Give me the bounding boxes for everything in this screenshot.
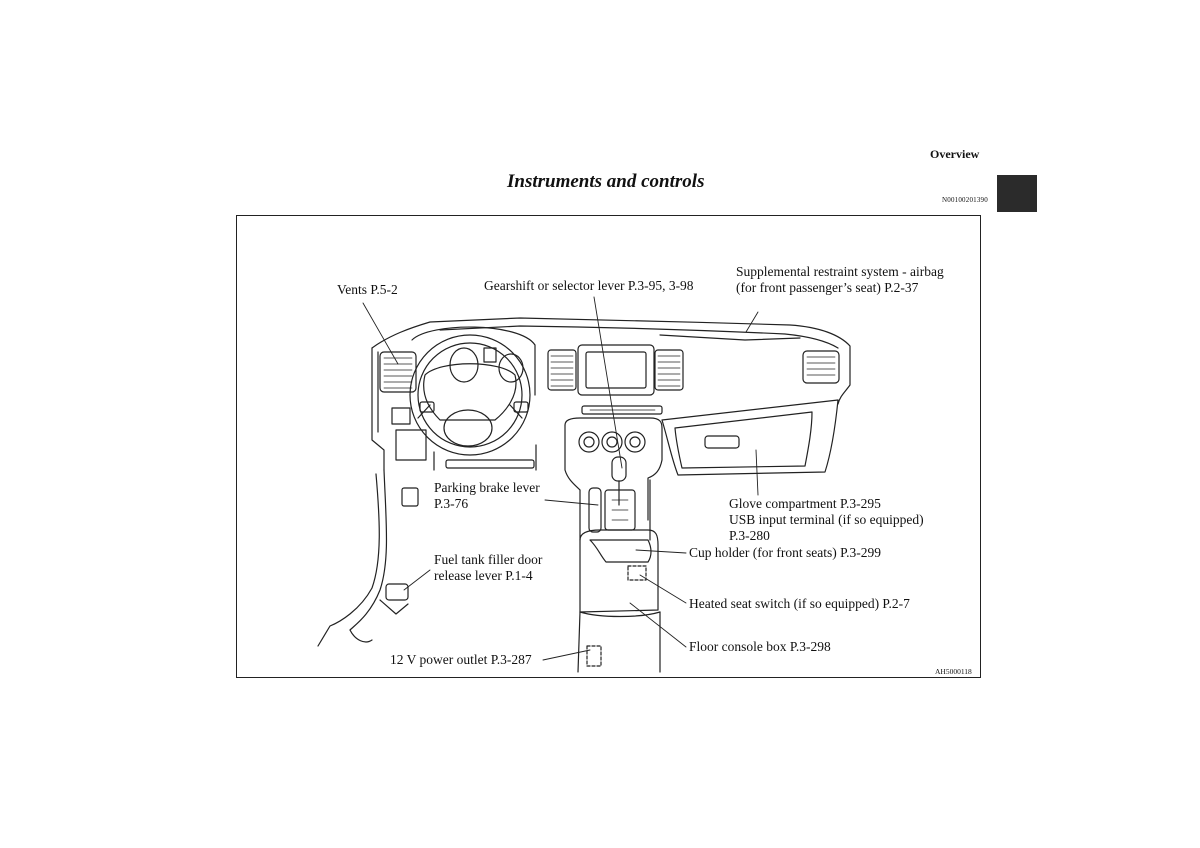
- figure-frame: [236, 215, 981, 678]
- label-floor-console: Floor console box P.3-298: [689, 639, 831, 654]
- label-fuel-line2: release lever P.1-4: [434, 568, 533, 583]
- figure-code: AH5000118: [935, 667, 972, 676]
- label-srs-line2: (for front passenger’s seat) P.2-37: [736, 280, 919, 295]
- chapter-tab: [997, 175, 1037, 212]
- hood-release-icon: [401, 487, 419, 507]
- document-code: N00100201390: [942, 196, 988, 204]
- steering-wheel-icon: [409, 326, 536, 456]
- center-display-icon: [577, 344, 655, 396]
- label-glove-line2: USB input terminal (if so equipped): [729, 512, 924, 527]
- climate-knobs-icon: [578, 431, 646, 453]
- label-parking-line2: P.3-76: [434, 496, 469, 511]
- label-fuel-line1: Fuel tank filler door: [434, 552, 543, 567]
- center-right-vent-icon: [654, 349, 684, 391]
- label-heated-seat: Heated seat switch (if so equipped) P.2-…: [689, 596, 910, 611]
- section-header: Overview: [930, 147, 980, 161]
- fuel-door-release-icon: [379, 583, 409, 615]
- label-srs-line1: Supplemental restraint system - airbag: [736, 264, 944, 279]
- label-cup-holder: Cup holder (for front seats) P.3-299: [689, 545, 881, 560]
- label-gearshift: Gearshift or selector lever P.3-95, 3-98: [484, 278, 694, 293]
- label-vents: Vents P.5-2: [337, 282, 398, 297]
- right-vent-icon: [802, 350, 840, 384]
- dashboard-top: [371, 317, 851, 405]
- label-parking-line1: Parking brake lever: [434, 480, 540, 495]
- label-glove-line3: P.3-280: [729, 528, 770, 543]
- floor-console-icon: [577, 529, 661, 673]
- leader-lines: [362, 296, 759, 661]
- glove-compartment-icon: [661, 399, 839, 476]
- gear-lever-icon: [604, 456, 636, 531]
- label-glove-line1: Glove compartment P.3-295: [729, 496, 881, 511]
- center-left-vent-icon: [547, 349, 577, 391]
- label-power-outlet: 12 V power outlet P.3-287: [390, 652, 532, 667]
- dashboard-top-inner: [439, 325, 839, 349]
- page-title: Instruments and controls: [507, 171, 705, 192]
